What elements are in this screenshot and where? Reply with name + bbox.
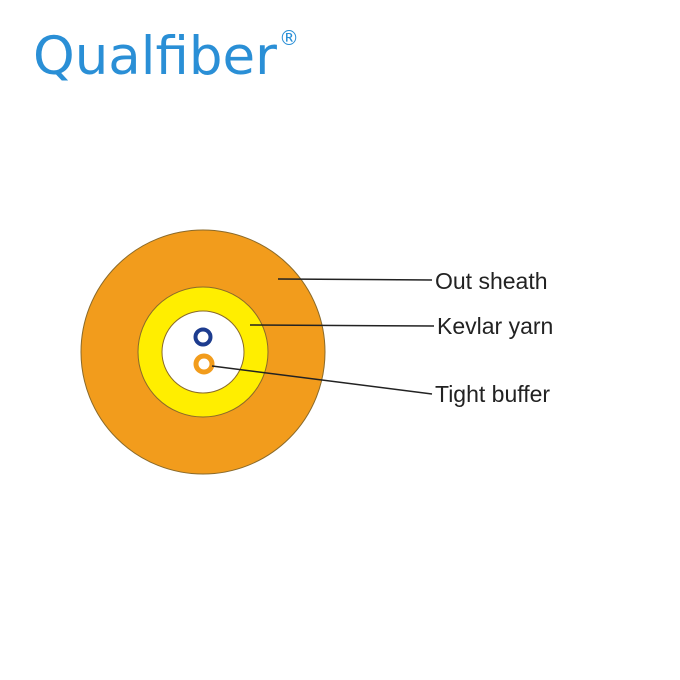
registered-mark: ® xyxy=(278,26,299,50)
kevlar-yarn-leader-line xyxy=(249,324,435,327)
kevlar-yarn-label: Kevlar yarn xyxy=(437,313,554,339)
fiber-blue xyxy=(193,327,213,347)
tight-buffer-leader-line xyxy=(211,365,433,395)
qualfiber-logo: Qualfiber ® xyxy=(33,22,299,92)
out-sheath-label: Out sheath xyxy=(435,268,548,294)
fiber-orange-tight-buffer xyxy=(193,353,215,375)
inner-core xyxy=(161,310,245,394)
tight-buffer-label: Tight buffer xyxy=(435,381,551,407)
logo-text: Qualfiber xyxy=(33,26,277,87)
out-sheath-leader-line xyxy=(277,278,433,281)
